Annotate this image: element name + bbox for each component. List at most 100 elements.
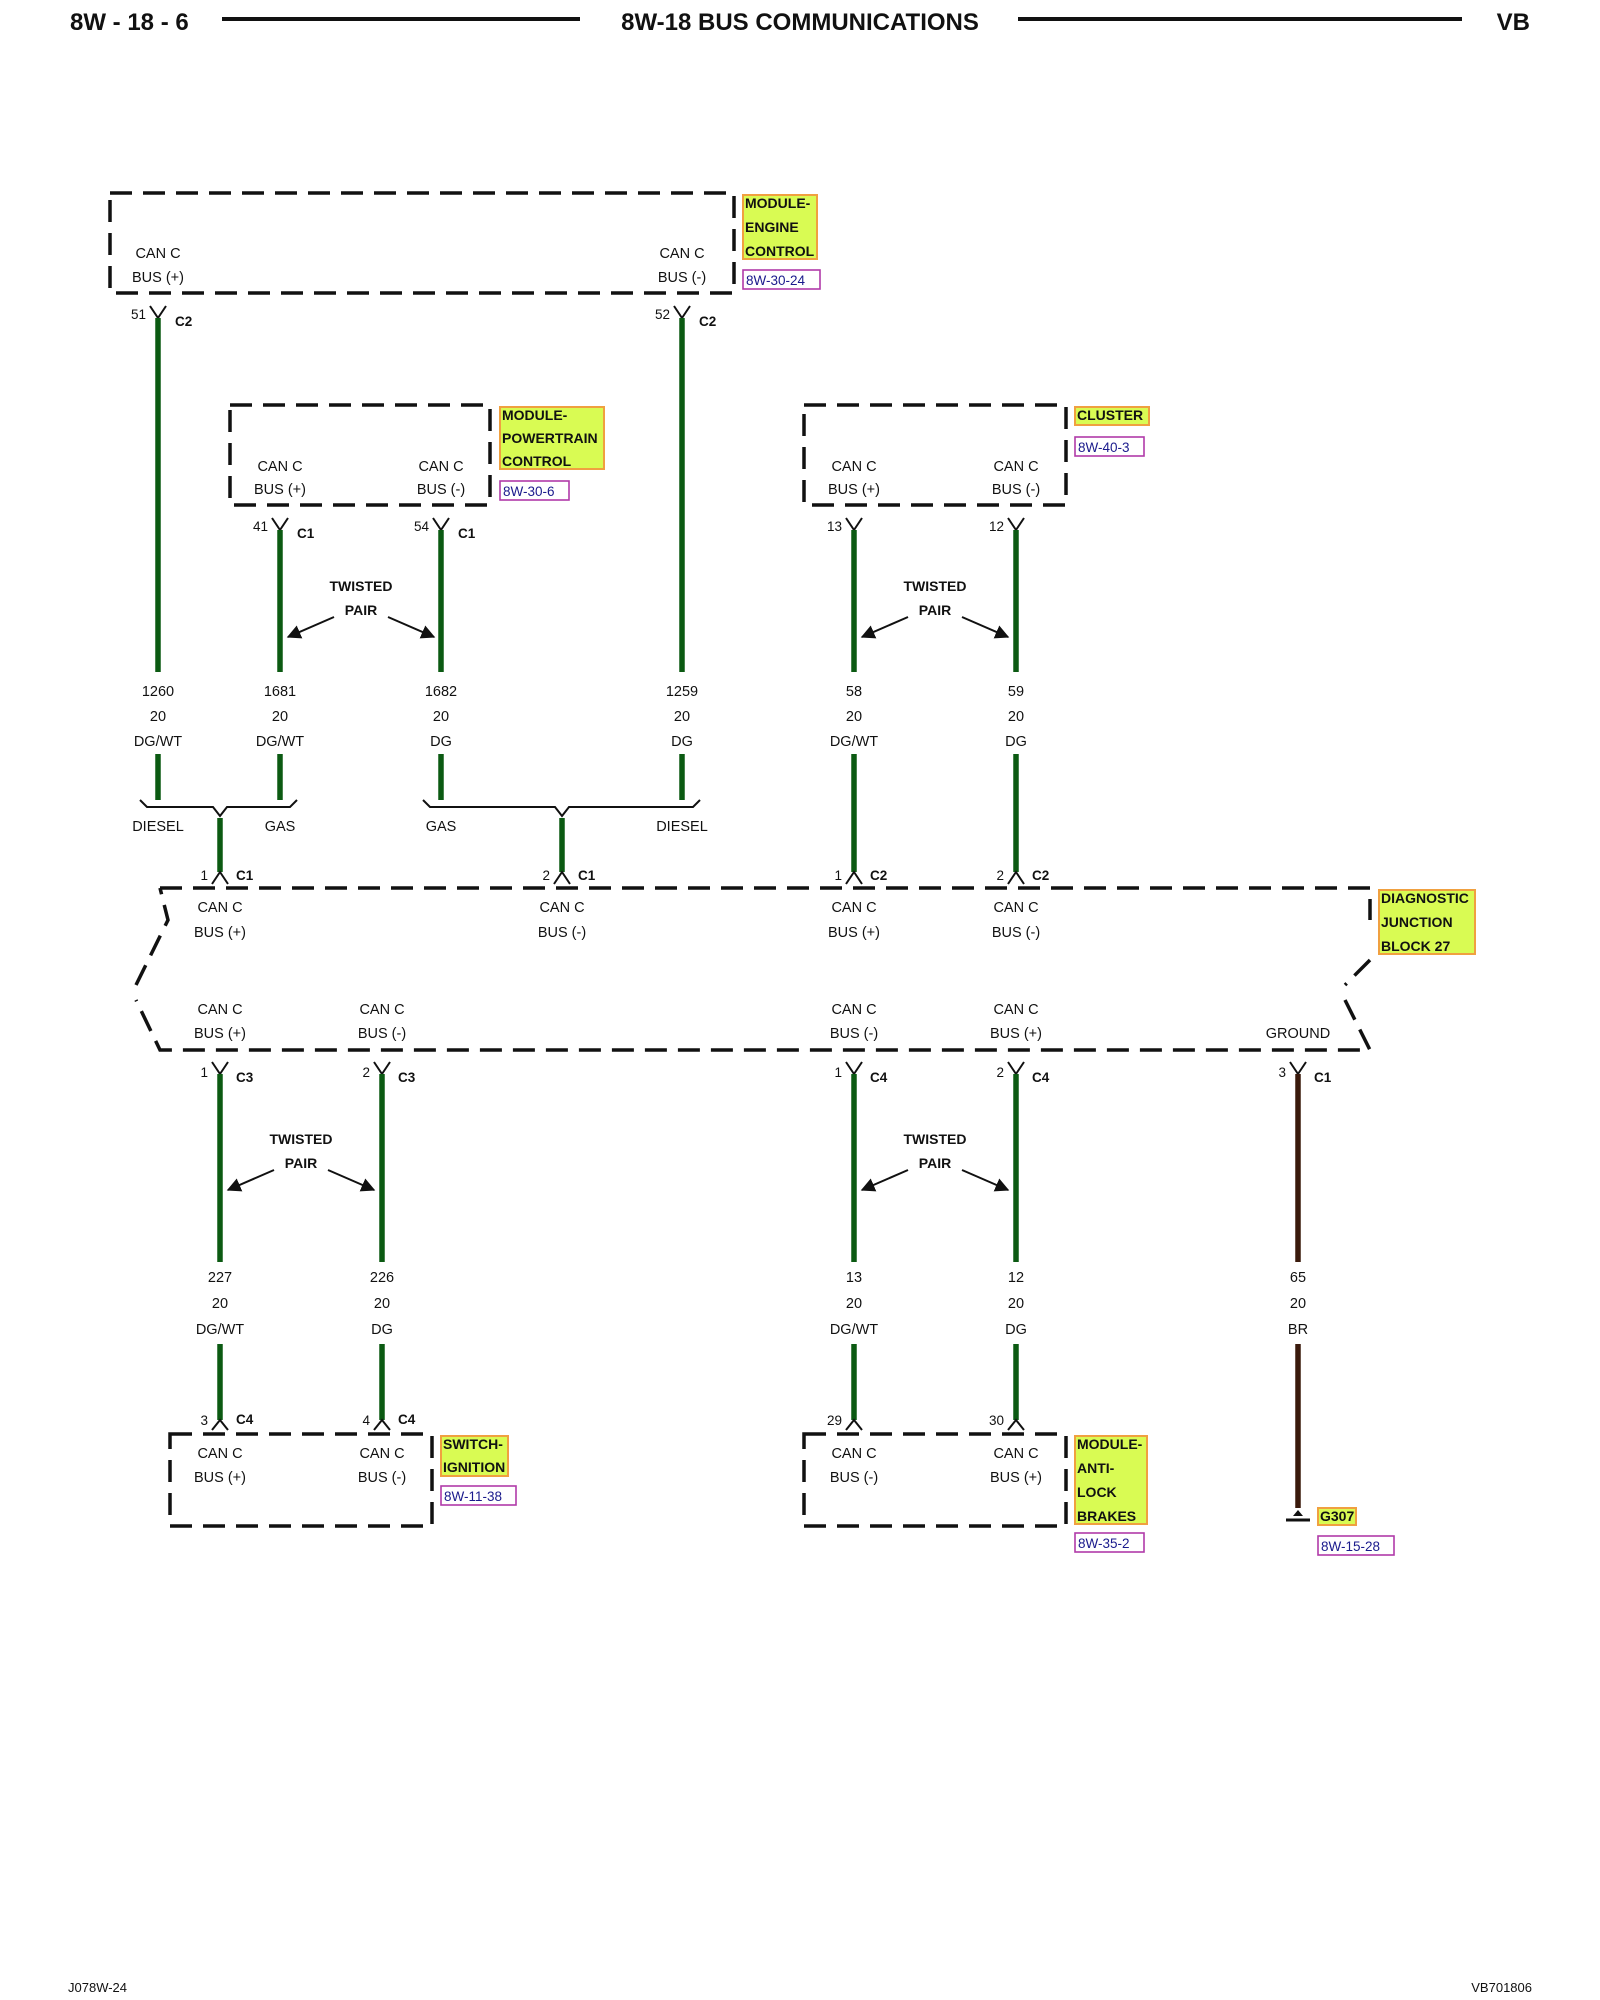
twisted-pair-note-pcm: TWISTED PAIR (286, 578, 436, 639)
module-powertrain-control: CAN C BUS (+) CAN C BUS (-) MODULE- POWE… (228, 403, 605, 507)
footer-left-code: J078W-24 (68, 1980, 127, 1995)
pin-number: 1 (834, 868, 842, 883)
connector-id: C2 (175, 314, 192, 329)
djb-bottom-pin-label: CAN C (359, 1002, 404, 1018)
ecm-pin-minus-label: CAN C (659, 246, 704, 262)
wire-color: DG (1005, 1322, 1027, 1338)
pin-number: 4 (362, 1413, 370, 1428)
cluster-ref-link[interactable]: 8W-40-3 (1078, 440, 1130, 455)
circuit-number: 1260 (142, 684, 174, 700)
module-engine-control: CAN C BUS (+) CAN C BUS (-) MODULE- ENGI… (108, 191, 821, 295)
vehicle-code: VB (1497, 9, 1530, 36)
djb-name: DIAGNOSTIC (1381, 890, 1469, 906)
djb-bottom-pin-label: CAN C (831, 1002, 876, 1018)
circuit-number: 58 (846, 684, 862, 700)
wire-color: BR (1288, 1322, 1308, 1338)
abs-name-2: ANTI- (1077, 1460, 1115, 1476)
page-title: 8W-18 BUS COMMUNICATIONS (621, 9, 979, 36)
connector-id: C4 (236, 1412, 254, 1427)
wire-color: DG (371, 1322, 393, 1338)
cluster-pin-minus-label-2: BUS (-) (992, 482, 1040, 498)
ground-name: G307 (1320, 1508, 1354, 1524)
abs-ref-box[interactable] (1074, 1532, 1145, 1553)
cluster-outline (802, 403, 1068, 507)
abs-name: MODULE- (1077, 1436, 1143, 1452)
wire-gauge: 20 (212, 1296, 228, 1312)
page-header: 8W - 18 - 6 8W-18 BUS COMMUNICATIONS VB (70, 9, 1530, 36)
djb-bottom-pin-label: CAN C (197, 1002, 242, 1018)
ecm-ref-box[interactable] (742, 269, 821, 290)
pcm-name: MODULE- (502, 407, 568, 423)
ground-name-highlight (1317, 1507, 1357, 1526)
ignition-connector-3: 3 C4 (200, 1412, 254, 1431)
pcm-outline (228, 403, 492, 507)
twisted-pair-label-2: PAIR (285, 1155, 317, 1171)
twisted-pair-label-2: PAIR (919, 1155, 951, 1171)
djb-ground-pin-label: GROUND (1266, 1026, 1330, 1042)
arrow-right (961, 1169, 1010, 1192)
ignition-ref-box[interactable] (440, 1485, 517, 1506)
wire-color: DG (671, 734, 693, 750)
pin-number: 1 (200, 1065, 208, 1080)
pcm-ref-link[interactable]: 8W-30-6 (503, 484, 555, 499)
pin-number: 29 (827, 1413, 842, 1428)
ground-ref-box[interactable] (1317, 1535, 1395, 1556)
wire-label-12: 12 20 DG (986, 1266, 1046, 1338)
splice-label-gas: GAS (426, 819, 457, 835)
djb-name-3: BLOCK 27 (1381, 938, 1450, 954)
splice-label-diesel: DIESEL (132, 819, 184, 835)
wire-label-1681: 1681 20 DG/WT (250, 680, 310, 750)
abs-pin-minus-label: CAN C (831, 1446, 876, 1462)
circuit-number: 227 (208, 1270, 232, 1286)
pcm-connector-41: 41 C1 (253, 517, 315, 541)
ecm-name-2: ENGINE (745, 219, 799, 235)
abs-pin-minus-label-2: BUS (-) (830, 1470, 878, 1486)
wire-gauge: 20 (1290, 1296, 1306, 1312)
djb-connector-c2-1: 1 C2 (834, 868, 887, 885)
ignition-pin-plus-label: CAN C (197, 1446, 242, 1462)
circuit-number: 59 (1008, 684, 1024, 700)
djb-top-pin-label: CAN C (993, 900, 1038, 916)
djb-connector-c3-2: 2 C3 (362, 1061, 416, 1085)
ignition-ref-link[interactable]: 8W-11-38 (444, 1489, 502, 1504)
djb-bottom-pin-label-2: BUS (+) (194, 1026, 246, 1042)
connector-id: C3 (236, 1070, 254, 1085)
wire-gauge: 20 (374, 1296, 390, 1312)
ignition-connector-4: 4 C4 (362, 1412, 416, 1431)
djb-connector-c4-2: 2 C4 (996, 1061, 1050, 1085)
wire-gauge: 20 (1008, 1296, 1024, 1312)
pin-number: 2 (362, 1065, 370, 1080)
pin-number: 2 (996, 1065, 1004, 1080)
circuit-number: 12 (1008, 1270, 1024, 1286)
wire-color: DG/WT (134, 734, 182, 750)
ground-g307: G307 8W-15-28 (1286, 1507, 1395, 1556)
ecm-pin-plus-label: CAN C (135, 246, 180, 262)
wire-color: DG (430, 734, 452, 750)
connector-id: C4 (398, 1412, 416, 1427)
pcm-ref-box[interactable] (499, 480, 570, 501)
circuit-number: 65 (1290, 1270, 1306, 1286)
ignition-name-2: IGNITION (443, 1459, 505, 1475)
abs-outline (802, 1432, 1068, 1528)
cluster-ref-box[interactable] (1074, 436, 1145, 457)
wire-label-227: 227 20 DG/WT (190, 1266, 250, 1338)
wire-label-1259: 1259 20 DG (652, 680, 712, 750)
wire-label-58: 58 20 DG/WT (824, 680, 884, 750)
connector-id: C2 (699, 314, 716, 329)
pin-number: 3 (200, 1413, 208, 1428)
connector-id: C1 (297, 526, 315, 541)
twisted-pair-note-ignition: TWISTED PAIR (226, 1131, 376, 1192)
footer-right-code: VB701806 (1471, 1980, 1532, 1995)
abs-name-highlight (1074, 1435, 1148, 1525)
splice-label-diesel: DIESEL (656, 819, 708, 835)
wire-color: DG/WT (196, 1322, 244, 1338)
abs-connector-29: 29 (827, 1413, 863, 1431)
ground-ref-link[interactable]: 8W-15-28 (1321, 1539, 1380, 1554)
pcm-name-2: POWERTRAIN (502, 430, 598, 446)
abs-ref-link[interactable]: 8W-35-2 (1078, 1536, 1130, 1551)
djb-bottom-pin-label: CAN C (993, 1002, 1038, 1018)
djb-bottom-pin-label-2: BUS (+) (990, 1026, 1042, 1042)
ecm-ref-link[interactable]: 8W-30-24 (746, 273, 806, 288)
pcm-name-highlight (499, 406, 605, 470)
twisted-pair-label-2: PAIR (345, 602, 377, 618)
